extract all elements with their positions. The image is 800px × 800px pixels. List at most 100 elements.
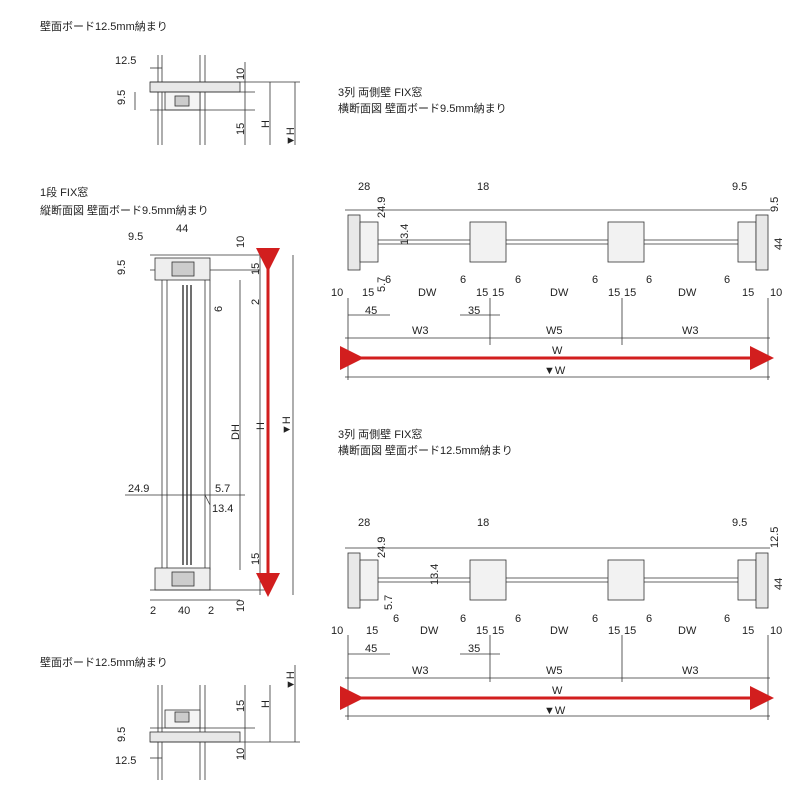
pb-28: 28 <box>358 517 370 529</box>
pb-r16: 10 <box>770 625 782 637</box>
pa-w5: W5 <box>546 325 563 337</box>
pb-r0: 10 <box>331 625 343 637</box>
pa-r12: 6 <box>646 274 652 286</box>
bot-h-mark: ▼H <box>285 671 297 690</box>
pb-r13: DW <box>678 625 697 637</box>
pa-13-4: 13.4 <box>399 224 411 245</box>
pa-w-mark: ▼W <box>544 365 566 377</box>
pb-r9: 6 <box>592 613 598 625</box>
pb-w3b: W3 <box>682 665 699 677</box>
sec-h: H <box>255 422 267 430</box>
bot-15: 15 <box>235 700 247 712</box>
pa-r9: 6 <box>592 274 598 286</box>
pb-w: W <box>552 685 563 697</box>
caption-plan-b-sub: 横断面図 壁面ボード12.5mm納まり <box>338 445 513 457</box>
pa-r11: 15 <box>624 287 636 299</box>
plan-a <box>345 209 770 380</box>
pa-r14: 6 <box>724 274 730 286</box>
dim-h-mark: ▼H <box>285 127 297 146</box>
pb-18: 18 <box>477 517 489 529</box>
pa-44: 44 <box>773 238 785 250</box>
pa-5-7: 5.7 <box>376 277 388 292</box>
pa-r5: 15 <box>476 287 488 299</box>
dim-12-5: 12.5 <box>115 55 136 67</box>
pa-r8: DW <box>550 287 569 299</box>
pa-35: 35 <box>468 305 480 317</box>
pb-w3a: W3 <box>412 665 429 677</box>
pb-45: 45 <box>365 643 377 655</box>
pb-r11: 15 <box>624 625 636 637</box>
pb-row: 10 15 6 DW 6 15 15 6 DW 6 15 15 6 DW 6 1… <box>331 613 782 637</box>
sec-9-5a: 9.5 <box>128 231 143 243</box>
sec-dh: DH <box>230 424 242 440</box>
pa-w3a: W3 <box>412 325 429 337</box>
sec-24-9: 24.9 <box>128 483 149 495</box>
pa-45: 45 <box>365 305 377 317</box>
sec-13-4: 13.4 <box>212 503 233 515</box>
pa-w3b: W3 <box>682 325 699 337</box>
pb-r10: 15 <box>608 625 620 637</box>
pb-35: 35 <box>468 643 480 655</box>
dim-10: 10 <box>235 68 247 80</box>
bot-12-5: 12.5 <box>115 755 136 767</box>
pa-w: W <box>552 345 563 357</box>
pa-28: 28 <box>358 181 370 193</box>
pb-r3: DW <box>420 625 439 637</box>
pb-r14: 6 <box>724 613 730 625</box>
pb-w5: W5 <box>546 665 563 677</box>
plan-b <box>345 547 770 720</box>
pb-44: 44 <box>773 578 785 590</box>
sec-44: 44 <box>176 223 188 235</box>
pb-r5: 15 <box>476 625 488 637</box>
pa-r10: 15 <box>608 287 620 299</box>
pb-r1: 15 <box>366 625 378 637</box>
sec-5-7: 5.7 <box>215 483 230 495</box>
pb-13-4: 13.4 <box>429 564 441 585</box>
vertical-section <box>125 254 294 601</box>
sec-2a: 2 <box>250 299 262 305</box>
sec-40: 40 <box>178 605 190 617</box>
dim-h: H <box>260 120 272 128</box>
pb-r4: 6 <box>460 613 466 625</box>
pb-r15: 15 <box>742 625 754 637</box>
sec-6: 6 <box>213 306 225 312</box>
pa-r15: 15 <box>742 287 754 299</box>
pa-r3: DW <box>418 287 437 299</box>
sec-9-5b: 9.5 <box>116 260 128 275</box>
bot-10: 10 <box>235 748 247 760</box>
pb-r12: 6 <box>646 613 652 625</box>
pa-9-5: 9.5 <box>732 181 747 193</box>
pb-9-5: 9.5 <box>732 517 747 529</box>
sec-15a: 15 <box>250 263 262 275</box>
dim-9-5: 9.5 <box>116 90 128 105</box>
sec-2c: 2 <box>208 605 214 617</box>
sec-10b: 10 <box>235 600 247 612</box>
bot-h: H <box>260 700 272 708</box>
caption-fix-sub: 縦断面図 壁面ボード9.5mm納まり <box>40 205 209 217</box>
pa-r0: 10 <box>331 287 343 299</box>
pb-w-mark: ▼W <box>544 705 566 717</box>
pa-r2: 6 <box>385 274 391 286</box>
pa-r1: 15 <box>362 287 374 299</box>
pa-r13: DW <box>678 287 697 299</box>
pb-r8: DW <box>550 625 569 637</box>
caption-top-left: 壁面ボード12.5mm納まり <box>40 21 168 33</box>
pa-r4: 6 <box>460 274 466 286</box>
caption-plan-a-title: 3列 両側壁 FIX窓 <box>338 87 423 99</box>
pa-9-5r: 9.5 <box>769 197 781 212</box>
sec-15b: 15 <box>250 553 262 565</box>
pb-r2: 6 <box>393 613 399 625</box>
pb-5-7: 5.7 <box>383 595 395 610</box>
caption-fix-title: 1段 FIX窓 <box>40 187 89 199</box>
caption-plan-b-title: 3列 両側壁 FIX窓 <box>338 429 423 441</box>
dim-15: 15 <box>235 123 247 135</box>
sec-2b: 2 <box>150 605 156 617</box>
pa-r6: 15 <box>492 287 504 299</box>
pa-24-9: 24.9 <box>376 197 388 218</box>
detail-top <box>134 55 300 145</box>
pb-r7: 6 <box>515 613 521 625</box>
caption-bottom-left: 壁面ボード12.5mm納まり <box>40 657 168 669</box>
pb-r6: 15 <box>492 625 504 637</box>
caption-plan-a-sub: 横断面図 壁面ボード9.5mm納まり <box>338 103 507 115</box>
